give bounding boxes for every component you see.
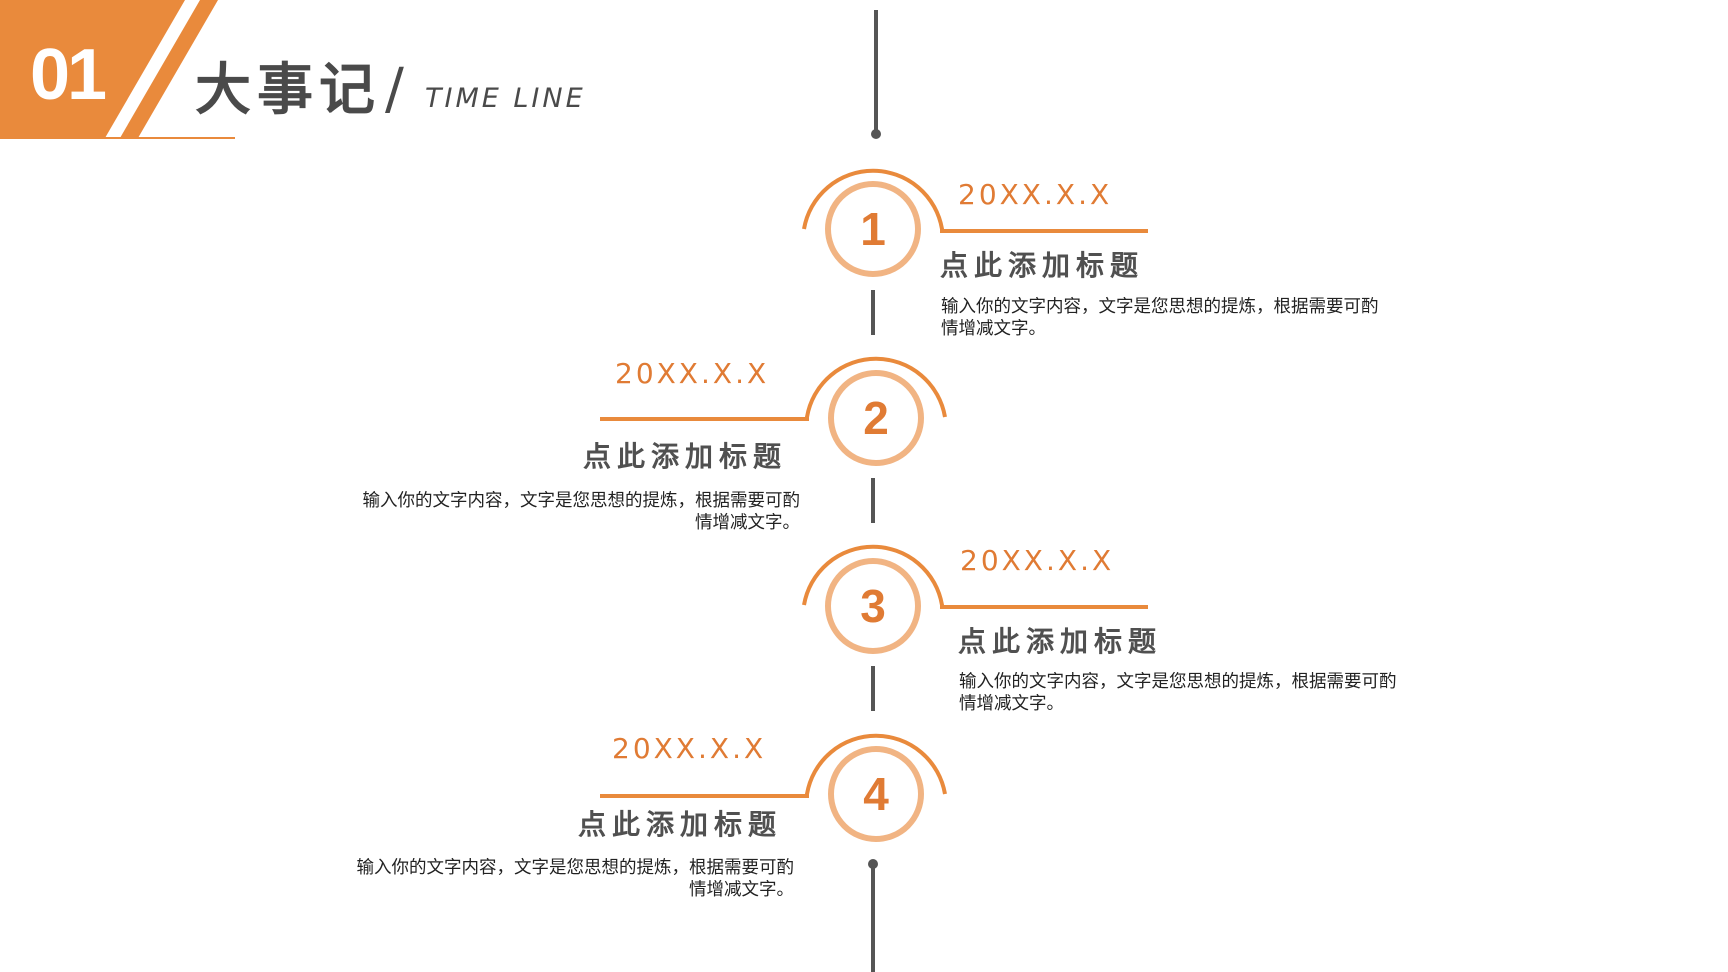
milestone-2-description: 输入你的文字内容，文字是您思想的提炼，根据需要可酌 情增减文字。 <box>362 491 801 533</box>
milestone-1-date: 20XX.X.X <box>958 178 1113 211</box>
milestone-2-title: 点此添加标题 <box>583 440 788 473</box>
milestone-4-number: 4 <box>863 768 889 820</box>
milestone-4-graphic <box>600 733 947 842</box>
milestone-1-graphic <box>802 168 1148 277</box>
timeline-spine <box>871 10 878 972</box>
milestone-2-number: 2 <box>863 392 889 444</box>
timeline-top-dot <box>871 129 881 139</box>
header-banner <box>0 0 235 139</box>
page-title: 大事记 <box>195 57 381 123</box>
milestone-3-description: 输入你的文字内容，文字是您思想的提炼，根据需要可酌 情增减文字。 <box>959 672 1397 714</box>
milestone-3-title: 点此添加标题 <box>958 625 1163 658</box>
section-number: 01 <box>30 35 107 115</box>
milestone-1-description: 输入你的文字内容，文字是您思想的提炼，根据需要可酌 情增减文字。 <box>941 297 1379 339</box>
milestone-3-graphic <box>802 544 1148 654</box>
milestone-3-number: 3 <box>860 580 886 632</box>
page-subtitle: TIME LINE <box>425 83 586 114</box>
milestone-1-number: 1 <box>860 203 886 255</box>
milestone-4-title: 点此添加标题 <box>578 808 783 841</box>
title-slash: / <box>385 57 404 122</box>
milestone-2-graphic <box>600 356 947 466</box>
milestone-3-date: 20XX.X.X <box>960 544 1115 577</box>
milestone-4-description: 输入你的文字内容，文字是您思想的提炼，根据需要可酌 情增减文字。 <box>356 858 795 900</box>
milestone-1-title: 点此添加标题 <box>940 249 1145 282</box>
milestone-2-date: 20XX.X.X <box>615 357 770 390</box>
timeline-bottom-dot <box>868 859 878 869</box>
milestone-4-date: 20XX.X.X <box>612 732 767 765</box>
